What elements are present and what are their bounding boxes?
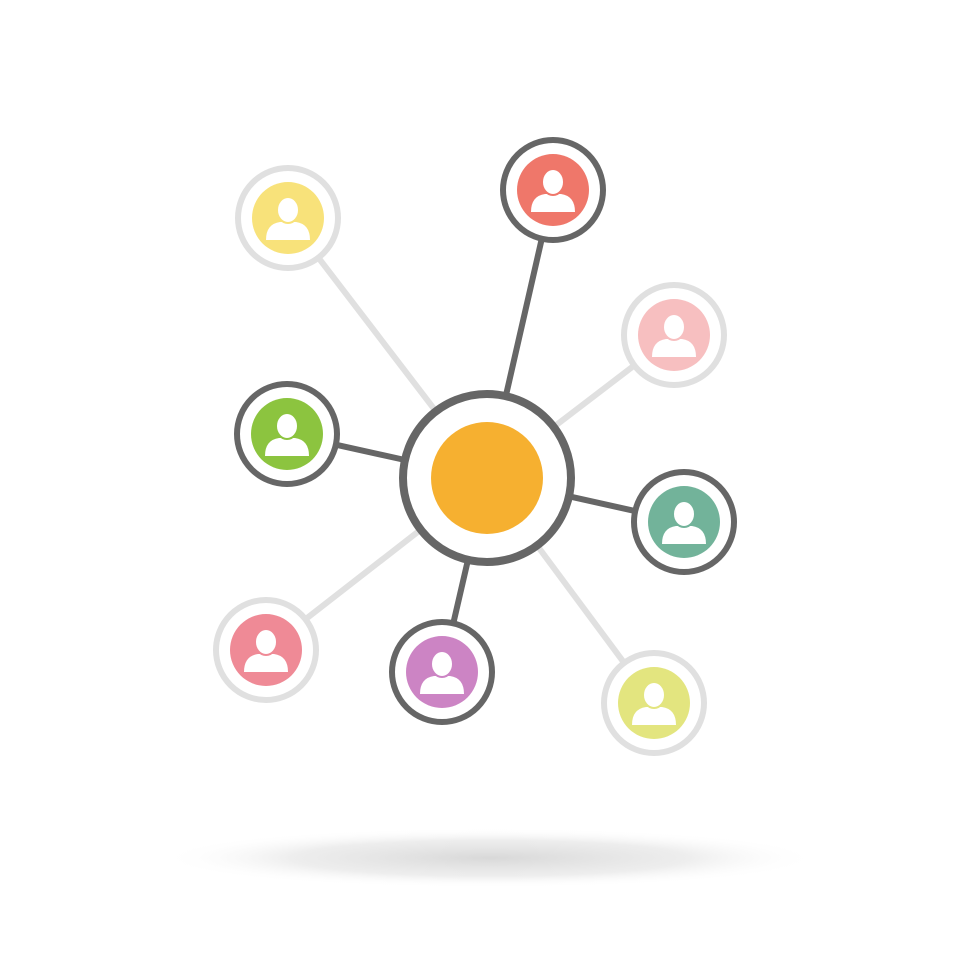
connection-line-yellow-user: [316, 255, 439, 414]
user-node-rose-user: [213, 597, 319, 703]
user-node-pink-user: [621, 282, 727, 388]
user-node-teal-user: [631, 469, 737, 575]
user-node-lime-user: [601, 650, 707, 756]
user-node-purple-user: [389, 619, 495, 725]
person-icon: [265, 412, 309, 456]
connection-line-teal-user: [568, 493, 636, 515]
central-hub: [399, 390, 575, 566]
connection-line-green-user: [335, 441, 406, 463]
connection-line-lime-user: [534, 543, 627, 665]
person-icon: [531, 168, 575, 212]
user-nodes: [213, 137, 737, 756]
connection-lines: [303, 238, 637, 665]
connection-line-pink-user: [551, 363, 637, 430]
person-icon: [266, 196, 310, 240]
ground-shadow: [160, 828, 820, 888]
user-node-red-user: [500, 137, 606, 243]
person-icon: [420, 650, 464, 694]
person-icon: [244, 628, 288, 672]
person-icon: [662, 500, 706, 544]
hub-core: [431, 422, 543, 534]
connection-line-red-user: [502, 238, 545, 397]
person-icon: [652, 313, 696, 357]
user-node-yellow-user: [235, 165, 341, 271]
connection-line-rose-user: [303, 527, 423, 622]
user-node-green-user: [234, 381, 340, 487]
person-icon: [632, 681, 676, 725]
connection-line-purple-user: [450, 559, 471, 624]
